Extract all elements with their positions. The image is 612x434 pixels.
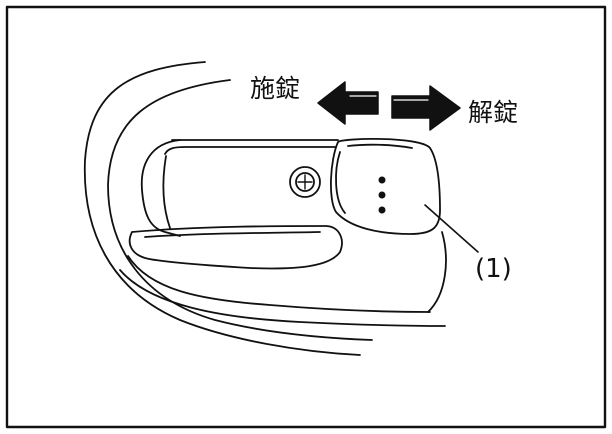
door-trim-outer [83, 61, 361, 356]
lower-trim-2 [119, 269, 446, 327]
lower-trim-right [427, 231, 447, 313]
lock-arrow-icon [317, 81, 379, 125]
unlock-label: 解錠 [468, 98, 519, 127]
bezel-left [140, 139, 181, 237]
screw-head [289, 166, 321, 198]
lock-knob [330, 138, 441, 235]
lower-trim-1 [127, 255, 431, 313]
handle-lever [128, 225, 343, 270]
lever-highlight [144, 231, 321, 238]
recess-top [164, 146, 336, 155]
knob-top-edge [347, 143, 413, 149]
recess-left [162, 155, 171, 229]
frame-border [5, 5, 607, 429]
knob-dot-3 [378, 206, 386, 214]
knob-dot-1 [378, 176, 386, 184]
screw-inner [295, 172, 315, 192]
knob-edge [335, 151, 346, 214]
lock-label: 施錠 [250, 74, 301, 103]
knob-dot-2 [378, 191, 386, 199]
door-trim-inner [107, 79, 373, 341]
unlock-arrow-icon [391, 85, 461, 131]
callout-leader [424, 204, 479, 253]
callout-number: (1) [475, 254, 512, 284]
screw-slot [297, 174, 313, 190]
